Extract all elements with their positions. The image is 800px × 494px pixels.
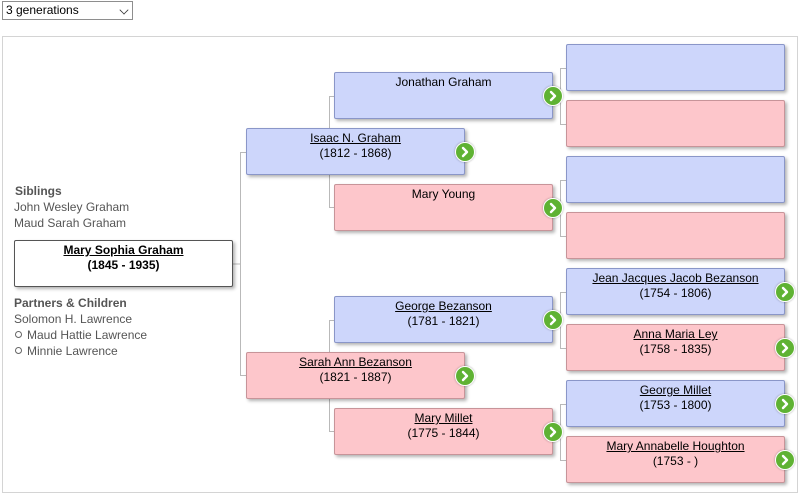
great-grandparent-box[interactable] <box>566 212 785 259</box>
bullet-icon <box>15 347 22 355</box>
mother-dates: (1821 - 1887) <box>319 370 392 384</box>
generations-select[interactable]: 3 generations <box>2 1 133 20</box>
maternal-grandfather-dates: (1781 - 1821) <box>407 314 480 328</box>
mother-box[interactable]: Sarah Ann Bezanson (1821 - 1887) <box>246 352 465 399</box>
maternal-grandmother-name[interactable]: Mary Millet <box>414 411 473 425</box>
great-grandmother-box[interactable]: Mary Annabelle Houghton (1753 - ) <box>566 436 785 483</box>
great-grandfather-box[interactable]: George Millet (1753 - 1800) <box>566 380 785 427</box>
chevron-right-icon[interactable] <box>455 142 475 162</box>
maternal-grandfather-name[interactable]: George Bezanson <box>395 299 492 313</box>
sibling-item[interactable]: John Wesley Graham <box>14 200 130 214</box>
mother-name[interactable]: Sarah Ann Bezanson <box>299 355 412 369</box>
maternal-grandmother-dates: (1775 - 1844) <box>407 426 480 440</box>
focus-person-dates: (1845 - 1935) <box>87 258 160 272</box>
partners-header: Partners & Children <box>14 296 127 310</box>
paternal-grandfather-box[interactable]: Jonathan Graham <box>334 72 553 119</box>
chevron-right-icon[interactable] <box>543 422 563 442</box>
maternal-grandfather-box[interactable]: George Bezanson (1781 - 1821) <box>334 296 553 343</box>
great-grandfather-box[interactable]: Jean Jacques Jacob Bezanson (1754 - 1806… <box>566 268 785 315</box>
chevron-right-icon[interactable] <box>775 394 795 414</box>
great-grandparent-box[interactable] <box>566 100 785 147</box>
great-grandmother-name[interactable]: Mary Annabelle Houghton <box>606 439 745 453</box>
great-grandparent-box[interactable] <box>566 156 785 203</box>
chevron-right-icon[interactable] <box>543 86 563 106</box>
sibling-item[interactable]: Maud Sarah Graham <box>14 216 127 230</box>
father-name[interactable]: Isaac N. Graham <box>310 131 401 145</box>
great-grandmother-box[interactable]: Anna Maria Ley (1758 - 1835) <box>566 324 785 371</box>
child-item[interactable]: Minnie Lawrence <box>15 344 118 358</box>
paternal-grandfather-name: Jonathan Graham <box>395 75 492 89</box>
chevron-right-icon[interactable] <box>455 366 475 386</box>
father-box[interactable]: Isaac N. Graham (1812 - 1868) <box>246 128 465 175</box>
paternal-grandmother-name: Mary Young <box>411 187 476 201</box>
chevron-right-icon[interactable] <box>775 450 795 470</box>
focus-person-name[interactable]: Mary Sophia Graham <box>63 243 184 257</box>
great-grandmother-name[interactable]: Anna Maria Ley <box>633 327 718 341</box>
siblings-header: Siblings <box>15 184 62 198</box>
great-grandfather-dates: (1753 - 1800) <box>639 398 712 412</box>
great-grandfather-dates: (1754 - 1806) <box>639 286 712 300</box>
paternal-grandmother-box[interactable]: Mary Young <box>334 184 553 231</box>
chevron-right-icon[interactable] <box>775 282 795 302</box>
chevron-right-icon[interactable] <box>775 338 795 358</box>
maternal-grandmother-box[interactable]: Mary Millet (1775 - 1844) <box>334 408 553 455</box>
partner-item[interactable]: Solomon H. Lawrence <box>14 312 133 326</box>
chevron-right-icon[interactable] <box>543 198 563 218</box>
great-grandmother-dates: (1758 - 1835) <box>639 342 712 356</box>
great-grandmother-dates: (1753 - ) <box>652 454 699 468</box>
chevron-right-icon[interactable] <box>543 310 563 330</box>
father-dates: (1812 - 1868) <box>319 146 392 160</box>
focus-person-box[interactable]: Mary Sophia Graham (1845 - 1935) <box>14 240 233 287</box>
great-grandfather-name[interactable]: George Millet <box>639 383 712 397</box>
great-grandfather-name[interactable]: Jean Jacques Jacob Bezanson <box>592 271 759 285</box>
great-grandparent-box[interactable] <box>566 44 785 91</box>
bullet-icon <box>15 331 22 339</box>
child-item[interactable]: Maud Hattie Lawrence <box>15 328 147 342</box>
generations-select-value: 3 generations <box>6 3 79 17</box>
